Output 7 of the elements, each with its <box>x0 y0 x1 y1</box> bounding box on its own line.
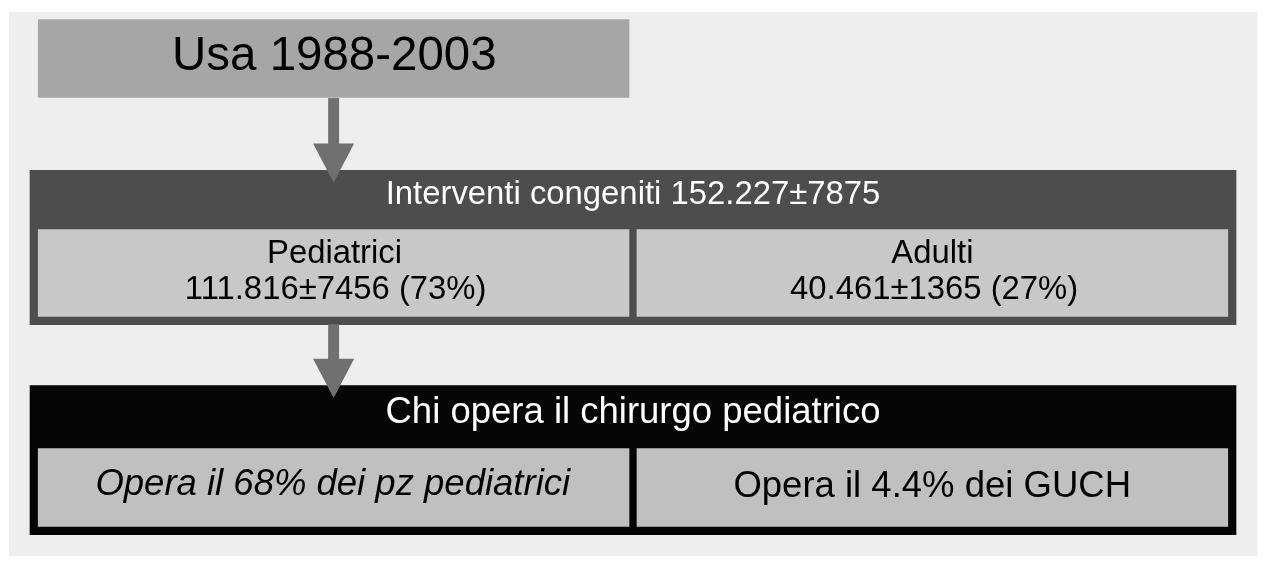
node-box: Adulti 40.461±1365 (27%) <box>636 229 1229 317</box>
node-box: Opera il 4.4% dei GUCH <box>636 448 1229 527</box>
node-box: Pediatrici 111.816±7456 (73%) <box>37 229 630 317</box>
arrow <box>313 324 355 398</box>
node-box: Usa 1988-2003 <box>37 19 630 98</box>
node-box: Opera il 68% dei pz pediatrici <box>37 448 630 527</box>
arrow <box>313 98 355 183</box>
